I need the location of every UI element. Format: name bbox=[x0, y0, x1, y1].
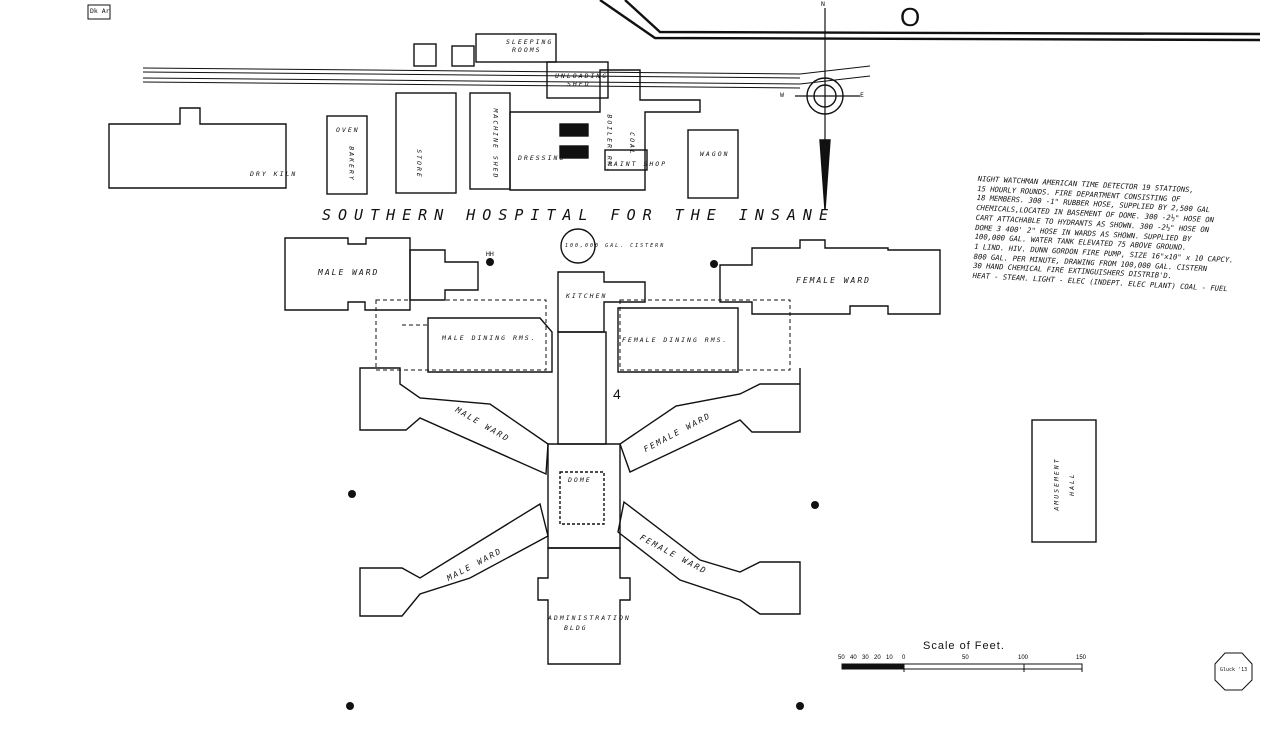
ne-female-ward bbox=[719, 239, 941, 315]
male-dining-rooms bbox=[427, 317, 553, 373]
scale-tick: 100 bbox=[1018, 655, 1029, 661]
center-spine bbox=[557, 331, 607, 445]
scale-tick: 10 bbox=[886, 655, 893, 661]
railroad-tracks bbox=[142, 65, 871, 89]
scale-tick: 150 bbox=[1076, 655, 1087, 661]
label-male-dining: MALE DINING RMS. bbox=[442, 334, 537, 342]
corner-tag: Dk Ar bbox=[90, 7, 110, 15]
scale-tick: 50 bbox=[838, 655, 845, 661]
central-dome-block bbox=[547, 443, 621, 549]
label-machine-shed: MACHINE SHED bbox=[491, 108, 500, 180]
machine-shed-building bbox=[469, 92, 511, 190]
label-female-dining: FEMALE DINING RMS. bbox=[622, 336, 729, 344]
male-wing-upper bbox=[359, 367, 549, 476]
label-bakery: BAKERY bbox=[347, 146, 356, 182]
label-tank: 100,000 GAL. CISTERN bbox=[565, 243, 666, 249]
top-road bbox=[599, 0, 1261, 42]
nw-male-ward bbox=[284, 237, 411, 311]
label-administration-2: BLDG bbox=[564, 624, 588, 632]
scale-bar bbox=[841, 663, 1083, 672]
small-bldg-a bbox=[413, 43, 437, 67]
label-dressing: DRESSING bbox=[518, 154, 566, 162]
store-building bbox=[395, 92, 457, 194]
compass-e: E bbox=[860, 91, 864, 99]
female-wing-lower bbox=[617, 500, 801, 615]
hydrant-marker bbox=[486, 258, 494, 266]
boiler-stack-1 bbox=[559, 123, 589, 137]
label-sleeping-rooms: SLEEPING bbox=[506, 38, 554, 46]
scale-title: Scale of Feet. bbox=[923, 640, 1005, 652]
kitchen-block bbox=[557, 271, 646, 333]
water-tank bbox=[560, 228, 596, 264]
label-amusement-2: HALL bbox=[1067, 472, 1076, 496]
scale-tick: 20 bbox=[874, 655, 881, 661]
dome-inner bbox=[559, 471, 605, 525]
compass-n: N bbox=[821, 0, 825, 8]
dashed-yard-right bbox=[619, 299, 791, 371]
label-unloading-shed-2: SHED bbox=[567, 80, 591, 88]
label-dry-kiln: DRY KILN bbox=[250, 170, 298, 178]
hydrant-marker bbox=[710, 260, 718, 268]
octagon-stamp-text: Gluck '13 bbox=[1220, 667, 1248, 673]
hydrant-marker bbox=[796, 702, 804, 710]
female-dining-rooms bbox=[617, 307, 739, 373]
small-bldg-b bbox=[451, 45, 475, 67]
label-unloading-shed: UNLOADING bbox=[555, 72, 609, 80]
compass-w: W bbox=[780, 91, 784, 99]
administration-building bbox=[537, 547, 631, 665]
hydrant-marker bbox=[348, 490, 356, 498]
scale-tick: 0 bbox=[902, 655, 906, 661]
scale-tick: 50 bbox=[962, 655, 969, 661]
compass-rose bbox=[795, 8, 860, 211]
scale-tick: 30 bbox=[862, 655, 869, 661]
boiler-stack-2 bbox=[559, 145, 589, 159]
label-female-ward-ne: FEMALE WARD bbox=[796, 276, 871, 285]
block-number: 4 bbox=[613, 386, 621, 402]
wagon-shed bbox=[687, 129, 739, 199]
label-male-ward-nw: MALE WARD bbox=[318, 268, 380, 277]
road-letter: O bbox=[900, 2, 921, 32]
label-paint-shop: PAINT SHOP bbox=[608, 160, 668, 168]
label-amusement: AMUSEMENT bbox=[1052, 457, 1061, 511]
scale-tick: 40 bbox=[850, 655, 857, 661]
label-sleeping-rooms-2: ROOMS bbox=[512, 46, 542, 54]
boiler-building bbox=[509, 69, 701, 191]
label-kitchen: KITCHEN bbox=[566, 292, 608, 300]
octagon-stamp bbox=[1214, 652, 1253, 691]
large-shed-building bbox=[108, 107, 287, 189]
label-wagon-shed: WAGON bbox=[700, 150, 730, 158]
sheet-title: SOUTHERN HOSPITAL FOR THE INSANE bbox=[322, 206, 835, 224]
male-wing-lower bbox=[359, 502, 549, 617]
label-store: STORE bbox=[414, 149, 423, 179]
hydrant-marker bbox=[811, 501, 819, 509]
label-administration: ADMINISTRATION bbox=[548, 614, 631, 622]
dashed-yard-left bbox=[375, 299, 547, 371]
corner-tag-box bbox=[87, 4, 111, 20]
hydrant-marker bbox=[346, 702, 354, 710]
label-oven: OVEN bbox=[336, 126, 360, 134]
nw-male-annex bbox=[409, 249, 479, 301]
bakery-building bbox=[326, 115, 368, 195]
sleeping-rooms bbox=[475, 33, 557, 63]
hydrant-label: HH bbox=[486, 250, 494, 258]
amusement-hall bbox=[1031, 419, 1097, 543]
label-coal: COAL bbox=[627, 132, 636, 156]
hydrant-markers bbox=[346, 258, 819, 710]
label-dome: DOME bbox=[568, 476, 592, 484]
paint-shop bbox=[604, 149, 648, 171]
unloading-shed bbox=[546, 61, 609, 99]
fire-protection-notes: NIGHT WATCHMAN AMERICAN TIME DETECTOR 19… bbox=[972, 174, 1247, 295]
